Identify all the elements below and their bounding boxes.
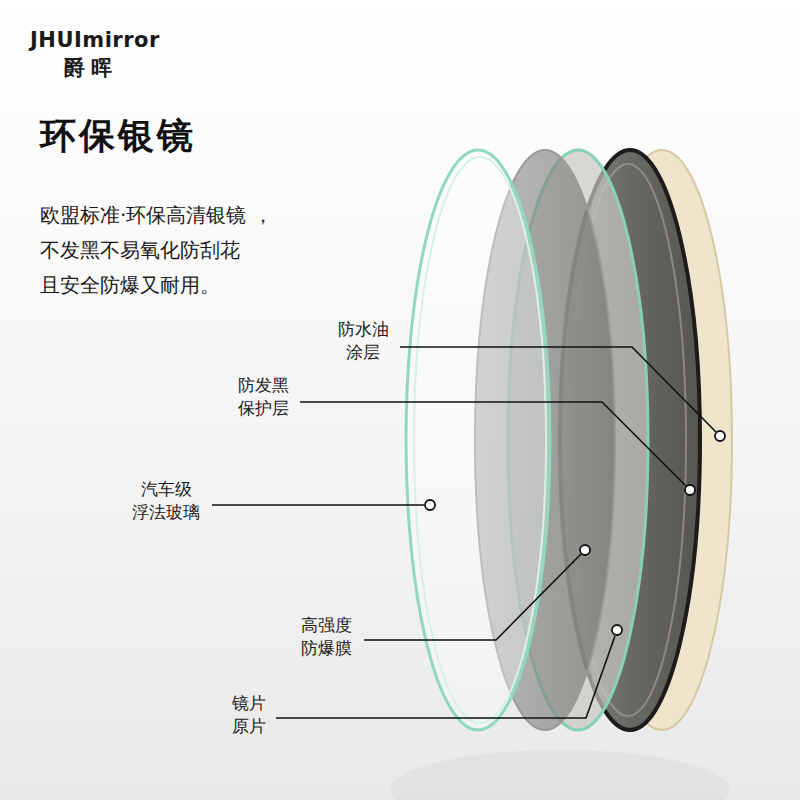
callout-dot — [425, 500, 435, 510]
floor-reflection — [390, 750, 730, 800]
float-glass-layer — [406, 150, 550, 730]
leader-lines — [212, 347, 716, 718]
callout-label: 高强度 防爆膜 — [295, 614, 357, 660]
callout-dots — [425, 431, 725, 635]
callout-label: 汽车级 浮法玻璃 — [130, 478, 202, 524]
glass-edge — [414, 157, 546, 723]
callout-dot — [580, 545, 590, 555]
title: 环保银镜 — [40, 112, 196, 161]
callout-dot — [685, 485, 695, 495]
callout-dot — [715, 431, 725, 441]
leader-line — [364, 554, 581, 640]
brand-name: JHUImirror — [30, 26, 160, 54]
leader-line — [400, 347, 716, 432]
callout-label: 防水油 涂层 — [333, 318, 393, 364]
description: 欧盟标准·环保高清银镜 ，不发黑不易氧化防刮花 且安全防爆又耐用。 — [40, 198, 340, 303]
callout-dot — [612, 625, 622, 635]
callout-label: 镜片 原片 — [228, 692, 270, 738]
brand-name-chinese: 爵晖 — [64, 54, 118, 82]
leader-line — [300, 402, 686, 486]
callout-label: 防发黑 保护层 — [232, 374, 294, 420]
leader-line — [212, 504, 424, 506]
